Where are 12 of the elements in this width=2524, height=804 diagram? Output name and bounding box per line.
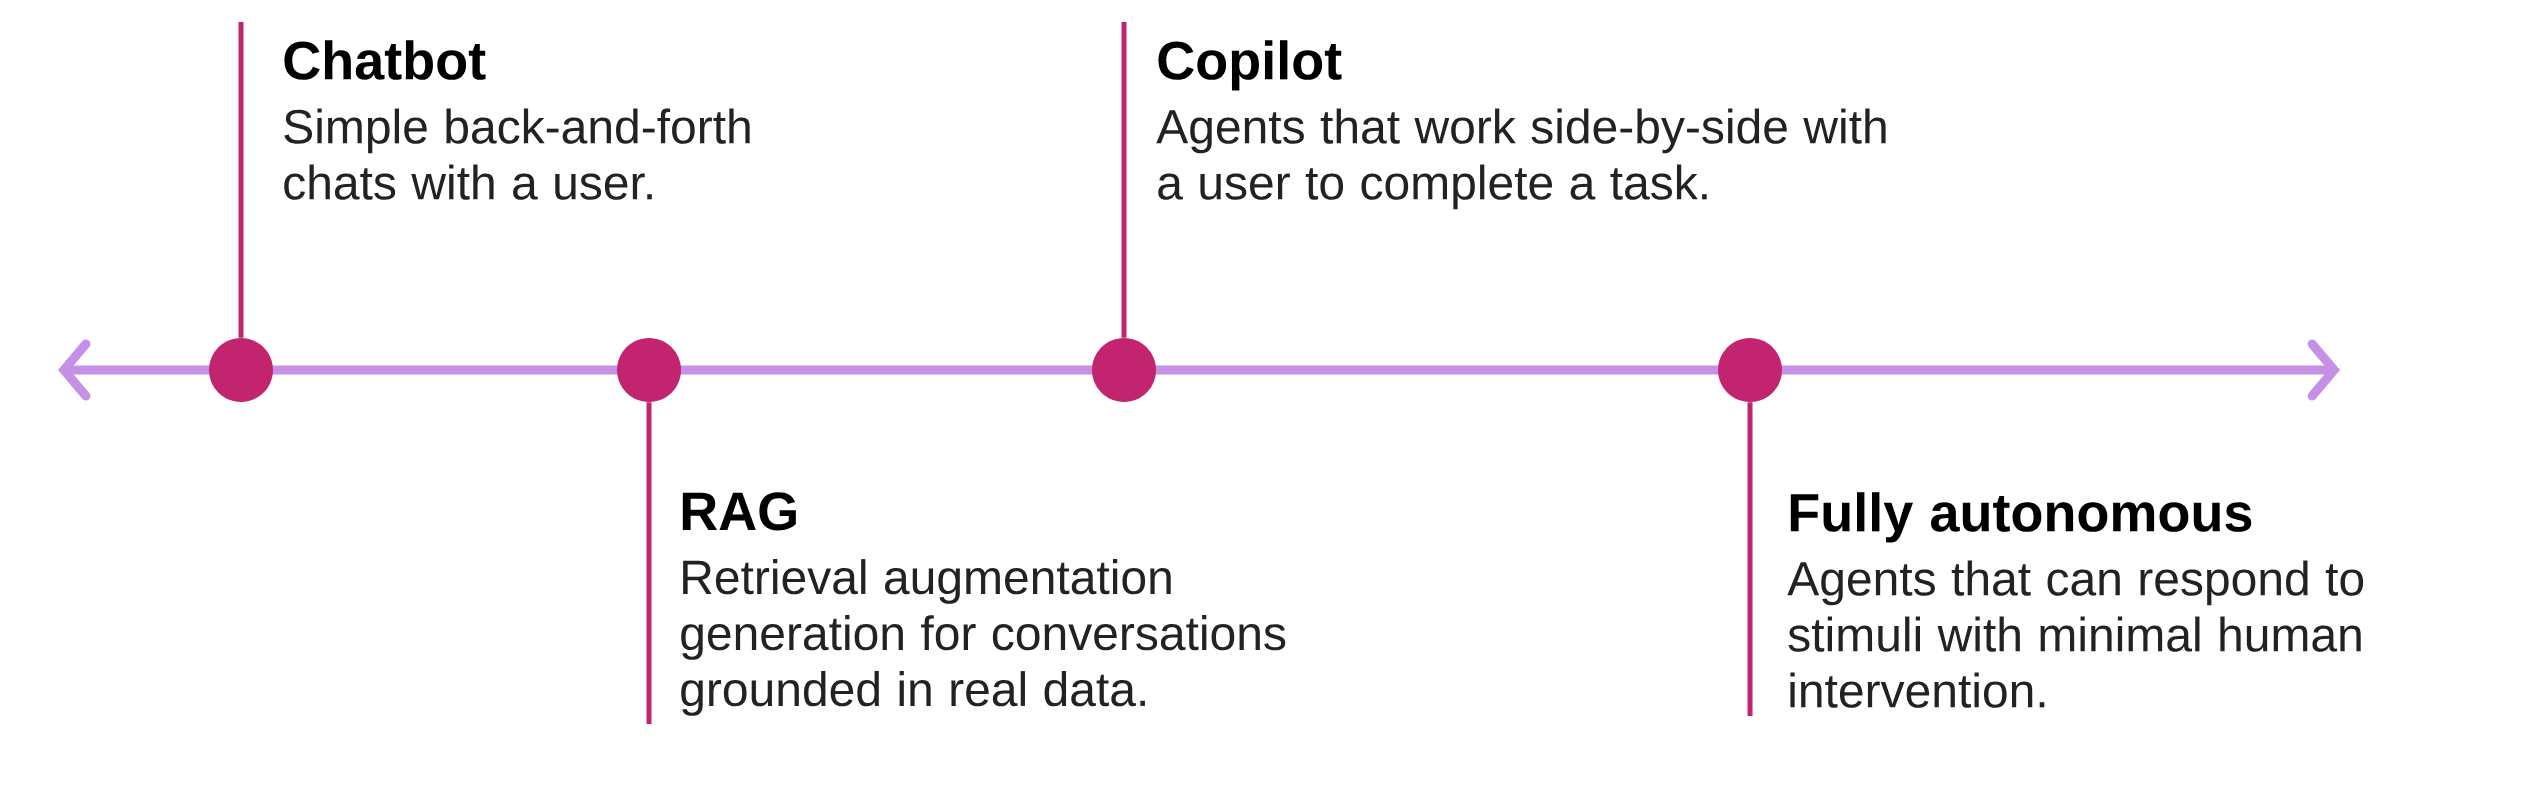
milestone-dot <box>209 338 273 402</box>
leader-line <box>646 402 652 725</box>
milestone-dot <box>617 338 681 402</box>
milestone-text: Copilot Agents that work side-by-side with a user to complete a task. <box>1156 40 1886 210</box>
leader-line <box>1121 22 1127 338</box>
leader-line <box>238 22 244 338</box>
milestone-text: Fully autonomous Agents that can respond to stimuli with minimal human intervention. <box>1787 492 2364 708</box>
milestone-dot <box>1718 338 1782 402</box>
leader-line <box>1747 402 1753 716</box>
milestone-dot <box>1092 338 1156 402</box>
milestone-text: RAG Retrieval augmentation generation for conversations grounded in real data. <box>681 492 1286 716</box>
milestone-text: Chatbot Simple back-and-forth chats with a user. <box>284 40 750 200</box>
